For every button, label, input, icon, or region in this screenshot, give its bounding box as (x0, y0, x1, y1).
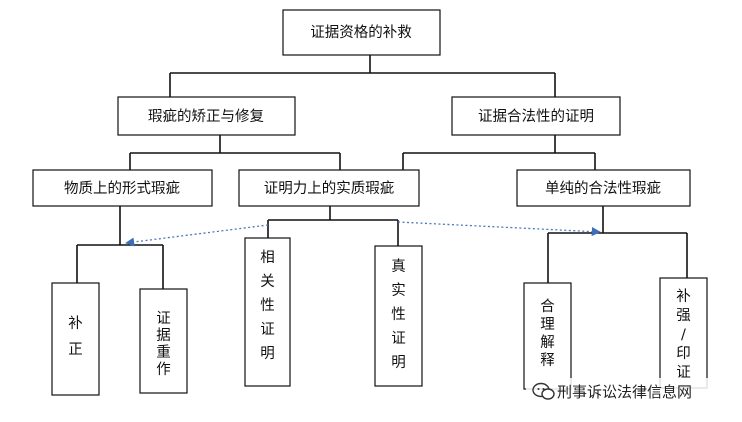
node-defect-repair: 瑕疵的矫正与修复 (117, 96, 296, 136)
leaf-authenticity: 真实性证明 (374, 245, 423, 387)
watermark: 刑事诉讼法律信息网 (526, 378, 722, 404)
arrow-left (125, 224, 269, 247)
node-defect-repair-label: 瑕疵的矫正与修复 (148, 107, 264, 125)
leaf-reinforce: 补强/印证 (659, 277, 708, 389)
node-root: 证据资格的补救 (282, 9, 441, 56)
node-formal-defect: 物质上的形式瑕疵 (32, 169, 213, 207)
leaf-correction: 补正 (51, 282, 100, 396)
node-legality-proof: 证据合法性的证明 (451, 96, 621, 136)
leaf-re-make-label: 证据重作 (156, 310, 171, 378)
dotted-arrows (125, 221, 601, 247)
connector-lines (76, 55, 688, 289)
node-substantive-defect-label: 证明力上的实质瑕疵 (264, 180, 395, 197)
node-pure-legality-defect-label: 单纯的合法性瑕疵 (545, 180, 661, 197)
wechat-icon (532, 382, 555, 400)
leaf-authenticity-label: 真实性证明 (391, 257, 406, 371)
node-substantive-defect: 证明力上的实质瑕疵 (238, 169, 420, 207)
leaf-relevance-label: 相关性证明 (260, 249, 275, 362)
node-pure-legality-defect: 单纯的合法性瑕疵 (516, 169, 691, 207)
node-formal-defect-label: 物质上的形式瑕疵 (64, 180, 180, 197)
leaf-explanation-label: 合理解释 (540, 298, 555, 369)
node-legality-proof-label: 证据合法性的证明 (478, 108, 594, 125)
leaf-relevance: 相关性证明 (244, 237, 291, 387)
leaf-explanation: 合理解释 (523, 282, 572, 390)
leaf-re-make: 证据重作 (139, 288, 188, 394)
leaf-correction-label: 补正 (68, 315, 83, 358)
node-root-label: 证据资格的补救 (310, 24, 412, 41)
arrow-right (397, 221, 601, 237)
watermark-text: 刑事诉讼法律信息网 (557, 383, 692, 401)
leaf-reinforce-label: 补强/印证 (676, 288, 691, 381)
